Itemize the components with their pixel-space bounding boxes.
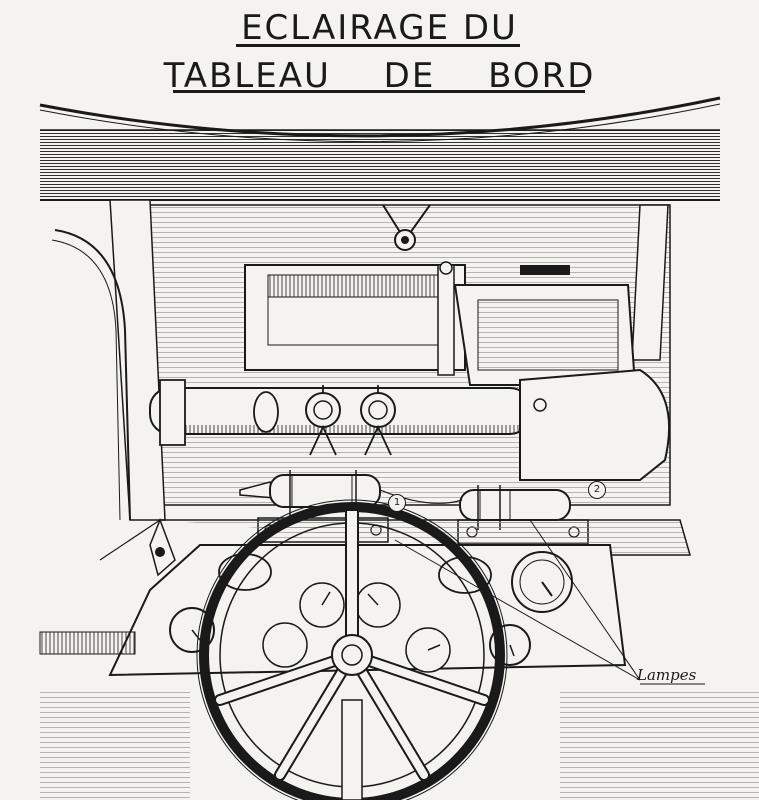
door-curve <box>54 229 131 521</box>
valve-2 <box>360 385 396 456</box>
gauge-right <box>511 551 573 613</box>
cowl-band <box>40 130 720 200</box>
left-rod <box>99 519 161 561</box>
title-line-1: ECLAIRAGE DU <box>241 8 518 48</box>
callout-2: 2 <box>588 481 606 499</box>
callout-1: 1 <box>388 494 406 512</box>
floor-hatch <box>40 690 190 800</box>
right-pillar <box>631 204 669 361</box>
lamp-wire <box>379 489 463 504</box>
lamp-1 <box>239 470 381 520</box>
title-underline-2 <box>173 90 585 93</box>
tube-clamp-left <box>159 379 186 446</box>
right-housing <box>519 368 671 481</box>
valve-1 <box>305 385 341 456</box>
leader-line-2 <box>529 519 641 681</box>
title-line-2: TABLEAU DE BORD <box>163 56 596 96</box>
label-lampes: Lampes <box>637 666 697 684</box>
leader-line-1 <box>394 539 641 681</box>
title-underline-1 <box>236 44 520 47</box>
tube-knob <box>253 391 279 433</box>
steering-wheel <box>196 499 508 800</box>
lid-hinge <box>437 264 455 376</box>
